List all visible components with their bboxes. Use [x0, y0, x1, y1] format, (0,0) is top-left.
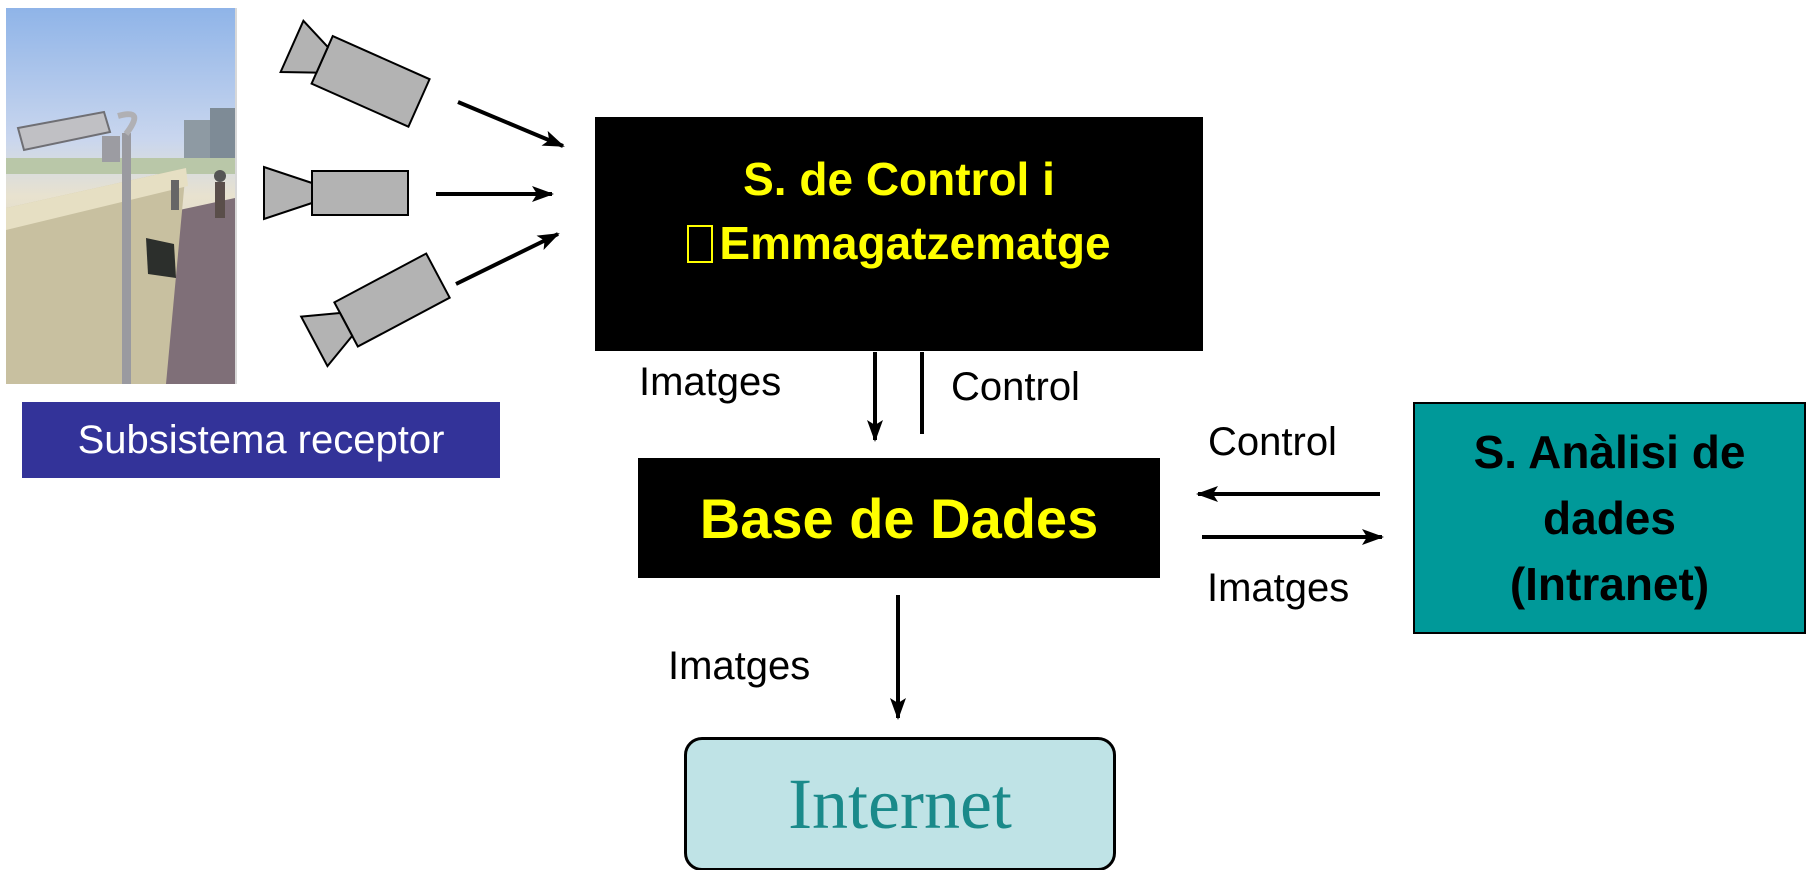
internet-label: Internet — [788, 763, 1012, 844]
analysis-subsystem-box: S. Anàlisi de dades (Intranet) — [1413, 402, 1806, 634]
camera1-arrow — [457, 100, 565, 148]
camera3-arrow — [455, 232, 560, 286]
edge-label-db-to-control: Control — [951, 365, 1080, 409]
missing-glyph-icon — [687, 225, 714, 263]
video-camera-icon — [263, 165, 409, 221]
edge-label-analysis-to-db: Control — [1208, 420, 1337, 464]
receptor-subsystem-box: Subsistema receptor — [22, 402, 500, 478]
analysis-line3: (Intranet) — [1509, 558, 1710, 610]
receptor-label: Subsistema receptor — [77, 417, 445, 462]
video-camera-icon — [279, 19, 431, 129]
edge-label-db-to-analysis: Imatges — [1207, 566, 1350, 610]
edge-label-control-to-db: Imatges — [639, 360, 782, 404]
analysis-line1: S. Anàlisi de — [1473, 426, 1746, 478]
internet-box: Internet — [684, 737, 1116, 870]
security-camera-photo — [6, 8, 237, 384]
edge-label-db-to-internet: Imatges — [668, 644, 811, 688]
database-box: Base de Dades — [638, 458, 1160, 578]
control-storage-box: S. de Control i Emmagatzematge — [595, 117, 1203, 351]
analysis-line2: dades — [1543, 492, 1676, 544]
control-storage-line2-row: Emmagatzematge — [595, 211, 1203, 275]
database-label: Base de Dades — [699, 486, 1099, 550]
control-storage-line2: Emmagatzematge — [719, 217, 1111, 269]
video-camera-icon — [299, 252, 452, 368]
control-storage-line1: S. de Control i — [743, 153, 1055, 205]
